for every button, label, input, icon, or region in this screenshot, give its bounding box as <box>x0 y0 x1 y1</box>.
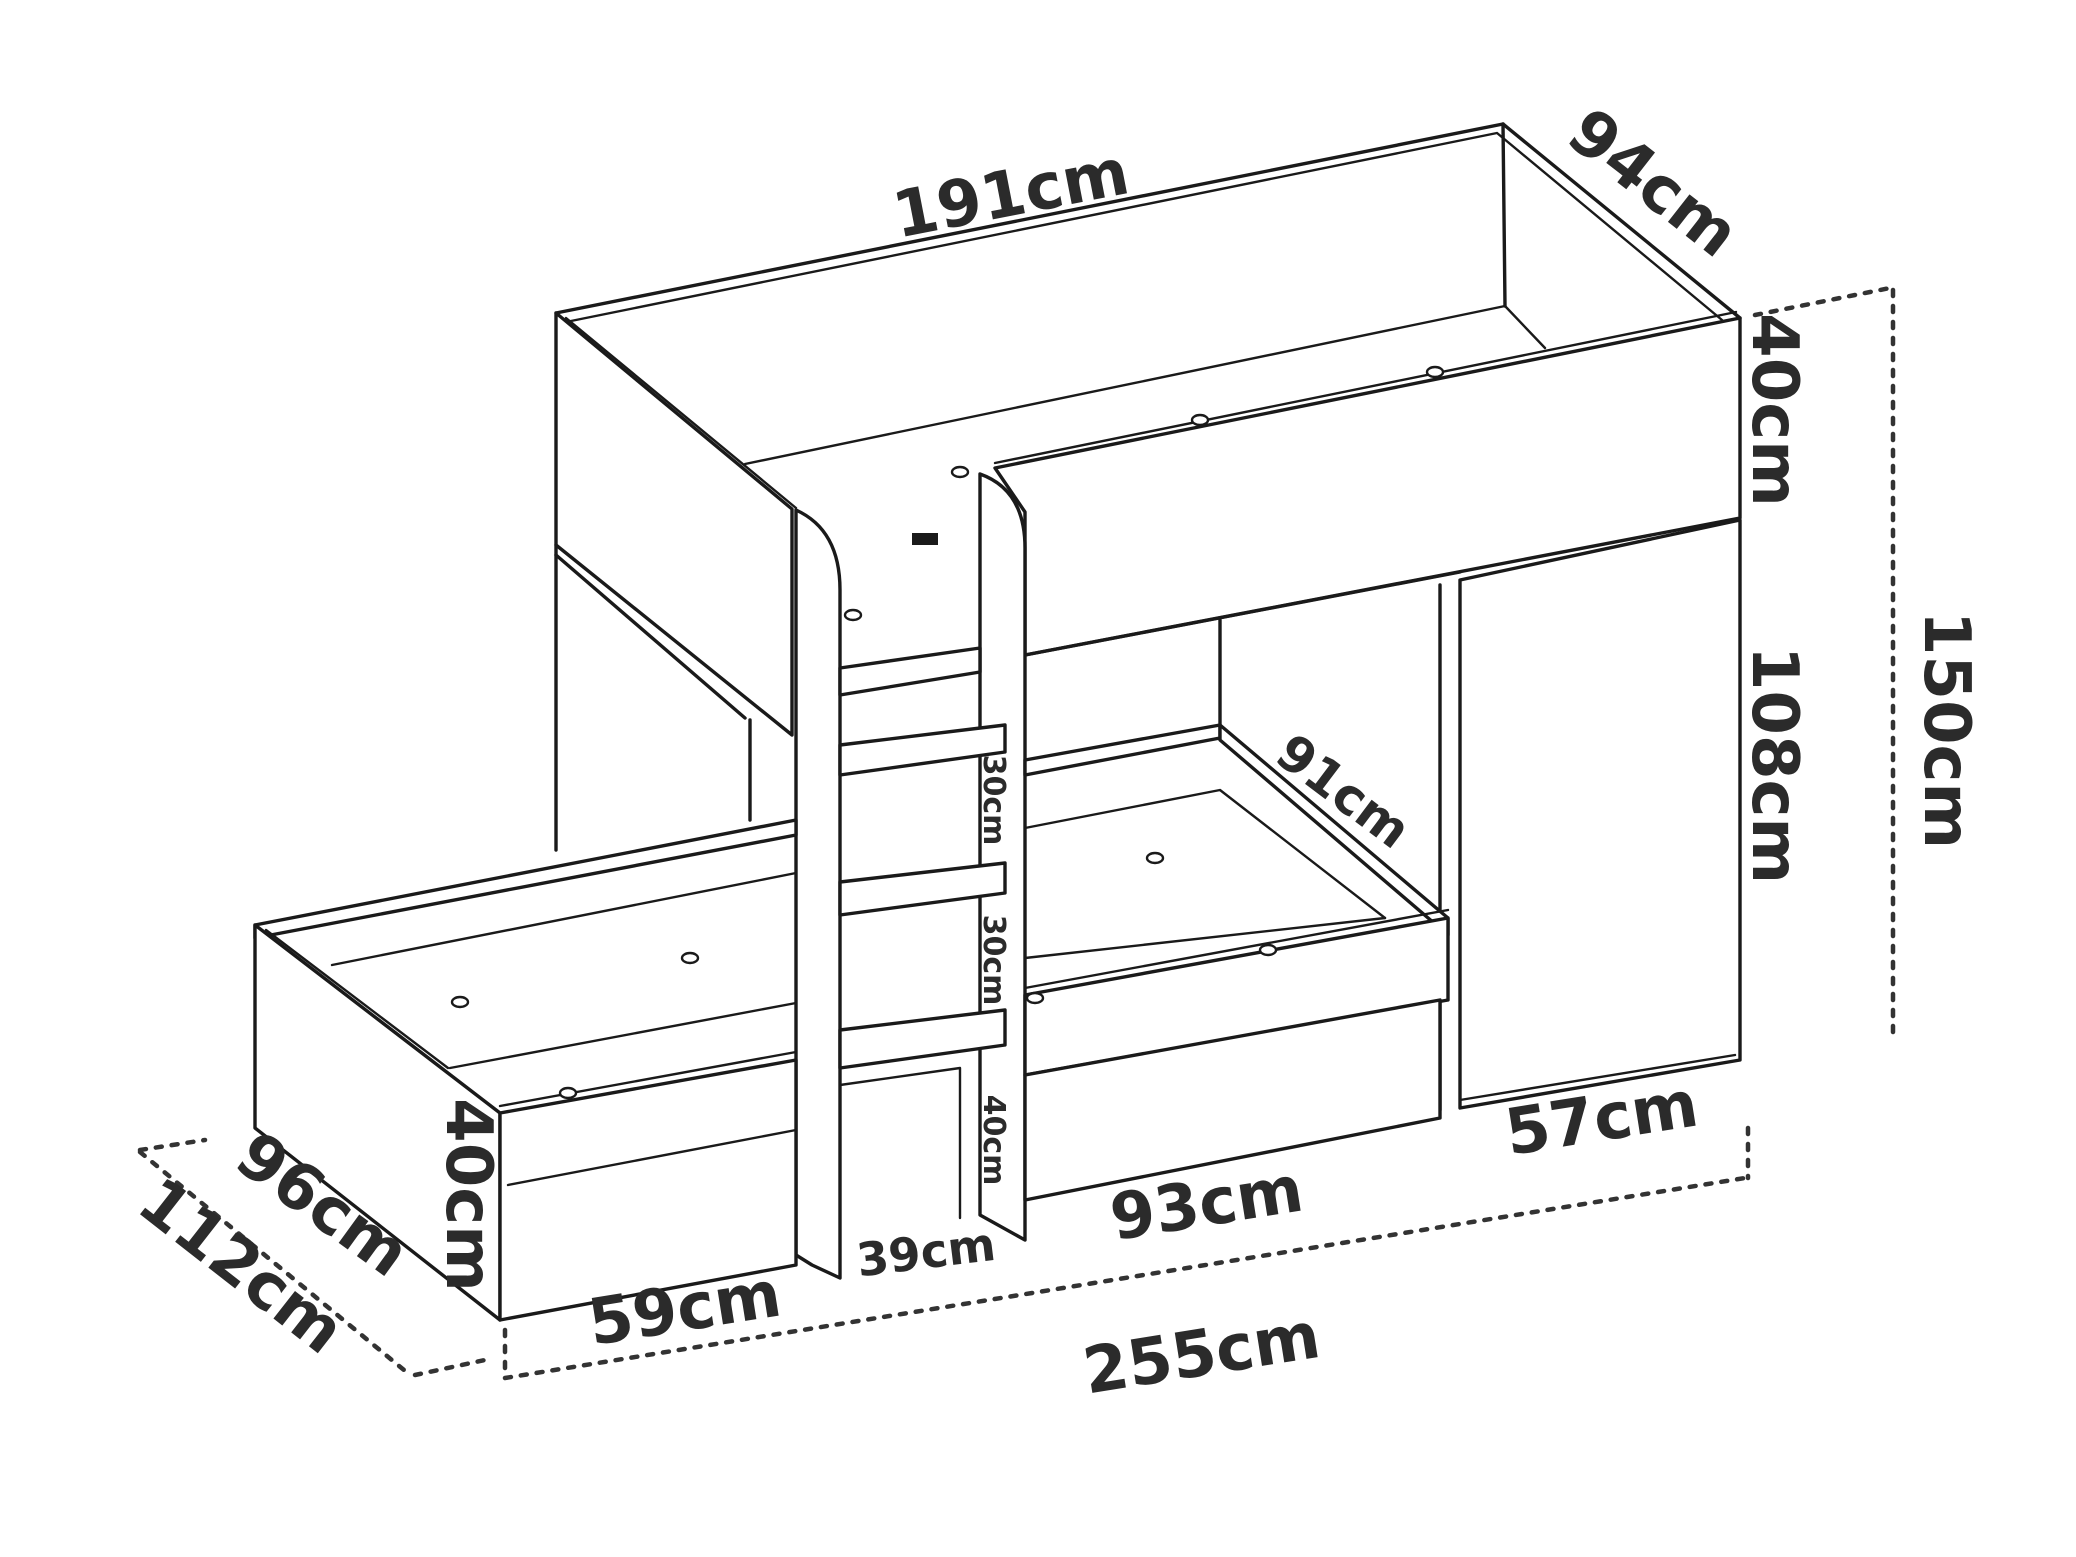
lower-bed-hole-4 <box>1025 991 1045 1005</box>
lower-bed-front-rail-left <box>498 1058 798 1322</box>
wardrobe-base <box>1458 1053 1737 1102</box>
dim-line-depth-top <box>137 1137 208 1153</box>
dim-line-length-bottom <box>502 1175 1748 1381</box>
label-under-height: 108cm <box>1737 646 1811 884</box>
lower-bed-hole-1 <box>450 995 470 1009</box>
label-total-length: 255cm <box>1078 1299 1325 1409</box>
upper-bed-inner-floor <box>743 304 1547 466</box>
upper-bed-left-underside <box>554 553 747 720</box>
drawer-front-right <box>1023 998 1442 1202</box>
label-lower-rail-height: 40cm <box>431 1098 505 1292</box>
ladder-rung-4 <box>838 1008 1007 1070</box>
dimension-lines <box>137 285 1896 1381</box>
lower-bed-front-top-right <box>1023 908 1450 990</box>
upper-bed-hole-3 <box>1190 413 1210 427</box>
dim-line-depth-diagonal <box>137 1149 413 1378</box>
lower-bed-floor-right <box>1023 788 1387 920</box>
ladder <box>794 472 1027 1280</box>
ladder-left-rail <box>794 508 842 1280</box>
label-step-1: 30cm <box>976 755 1011 846</box>
upper-bed-hole-1 <box>843 608 863 622</box>
wardrobe <box>1438 518 1742 1112</box>
under-ladder-box <box>838 1066 962 1220</box>
wardrobe-front <box>1458 518 1742 1110</box>
label-upper-rail-height: 40cm <box>1737 313 1811 507</box>
dim-line-height-top <box>1752 285 1893 318</box>
dim-line-depth-bottom <box>412 1357 488 1378</box>
lower-bed-right-back-rail <box>1023 723 1222 777</box>
under-bed-shelf-line <box>1023 570 1462 657</box>
ladder-rung-1 <box>838 646 982 697</box>
upper-bed <box>554 122 1742 852</box>
upper-bed-front-panel-top <box>993 310 1738 465</box>
lower-bed-front-rail-right <box>1023 916 1450 1077</box>
upper-bed-left-end-panel <box>554 311 794 737</box>
lower-bed <box>253 365 1450 1322</box>
lower-bed-back-rail <box>253 818 798 940</box>
lower-bed-floor-front <box>448 1001 798 1070</box>
upper-bed-left-end-top <box>564 316 798 510</box>
label-step-3: 40cm <box>976 1095 1011 1186</box>
label-ladder-width: 39cm <box>854 1217 999 1288</box>
ladder-rung-2 <box>838 723 1007 777</box>
upper-bed-back-rim-inner <box>564 131 1724 324</box>
upper-bed-hole-2 <box>950 465 970 479</box>
lower-bed-hole-3 <box>1145 851 1165 865</box>
lower-bed-hole-2 <box>680 951 700 965</box>
lower-bed-floor-left <box>330 871 798 967</box>
lower-bed-front-top-left <box>498 1050 798 1108</box>
drawer-divider-left <box>506 1128 798 1187</box>
label-step-2: 30cm <box>976 915 1011 1006</box>
lower-bed-left-end-inner <box>264 928 450 1070</box>
label-total-height: 150cm <box>1909 611 1983 849</box>
upper-bed-back-corner <box>1501 122 1507 308</box>
upper-bed-hole-4 <box>1425 365 1445 379</box>
ladder-rung-3 <box>838 861 1007 917</box>
lower-bed-hole-5 <box>1258 943 1278 957</box>
ladder-latch <box>912 533 938 545</box>
lower-bed-hole-6 <box>558 1086 578 1100</box>
label-top-length: 191cm <box>887 135 1135 253</box>
lower-bed-floor-front-right <box>1023 916 1387 960</box>
